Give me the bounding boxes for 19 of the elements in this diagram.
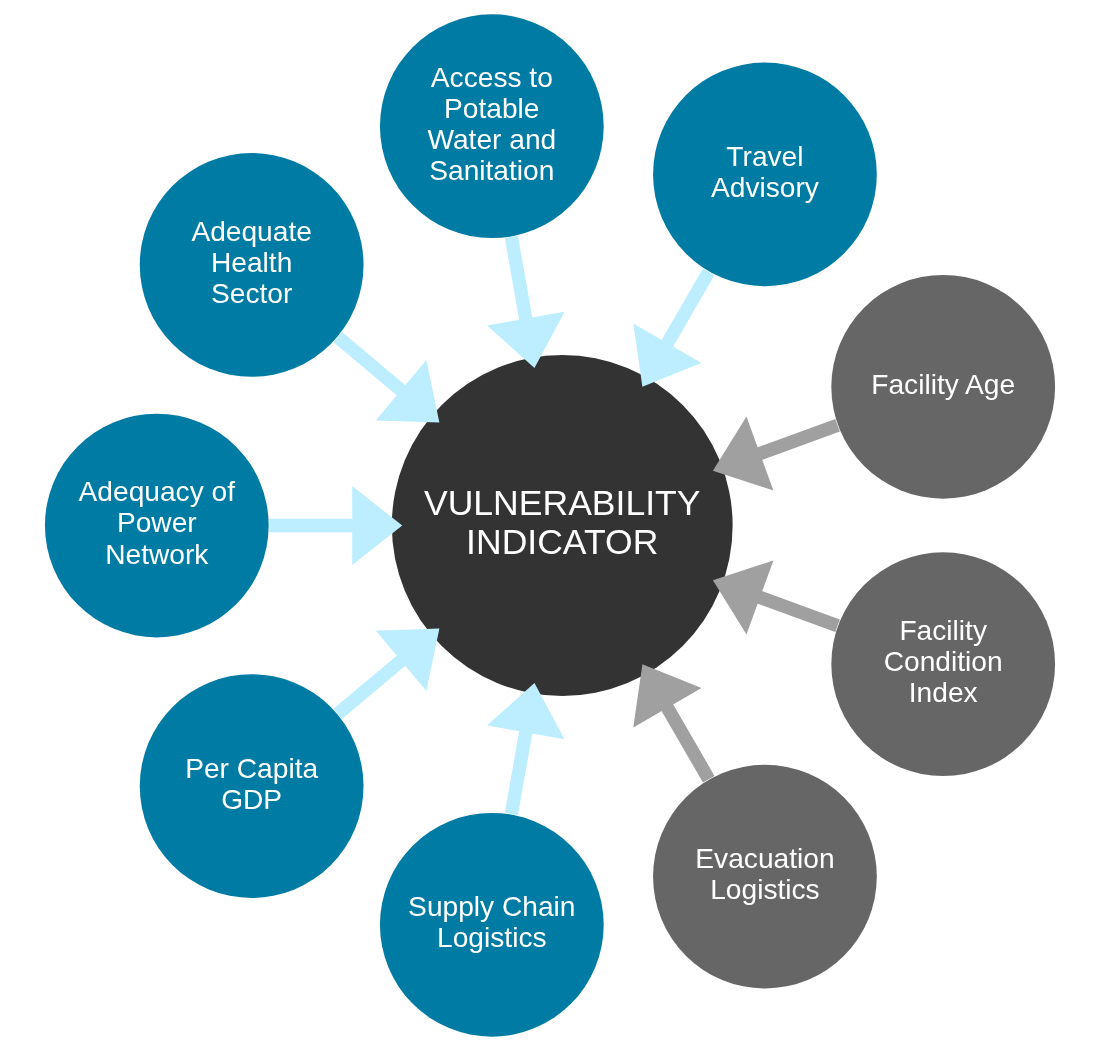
arrow (332, 628, 439, 719)
arrow (486, 683, 565, 816)
arrow (632, 664, 715, 783)
node-circle: Facility Condition Index (830, 552, 1055, 777)
arrow (712, 416, 840, 491)
node-circle: Per Capita GDP (139, 674, 364, 898)
node-circle: VULNERABILITY INDICATOR (391, 355, 733, 696)
arrow (486, 235, 565, 368)
node-circle: Adequate Health Sector (139, 153, 364, 377)
arrow (332, 332, 439, 423)
node-circle: Facility Age (830, 274, 1055, 499)
arrow (632, 268, 715, 387)
node-circle: Access to Potable Water and Sanitation (379, 14, 604, 239)
node-circle: Travel Advisory (652, 62, 877, 287)
arrow (712, 560, 840, 635)
node-circle: Evacuation Logistics (652, 764, 877, 989)
node-circle: Adequacy of Power Network (44, 413, 269, 638)
node-circle: Supply Chain Logistics (379, 812, 604, 1037)
arrow (268, 486, 402, 565)
